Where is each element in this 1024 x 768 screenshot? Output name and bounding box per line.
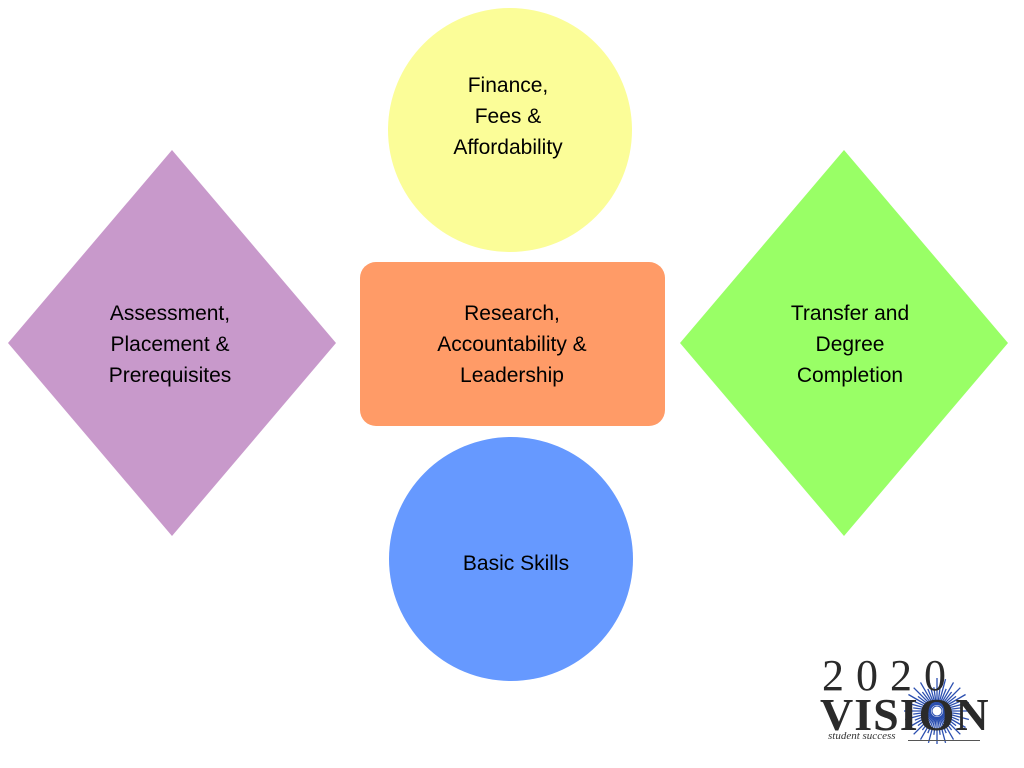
starburst-ray	[919, 682, 935, 707]
logo-year: 2020	[822, 651, 958, 700]
starburst-ray	[941, 693, 966, 709]
starburst-ray	[904, 711, 932, 721]
starburst-ray	[919, 715, 935, 740]
starburst-ray	[937, 716, 947, 744]
starburst-ray	[917, 714, 933, 727]
starburst-ray	[940, 714, 961, 735]
starburst-ray	[940, 691, 953, 707]
starburst-ray	[913, 707, 932, 711]
starburst-ray	[942, 707, 961, 711]
starburst-ray	[942, 711, 970, 721]
transfer-label: Transfer and Degree Completion	[790, 301, 910, 387]
research-rectangle	[360, 262, 665, 426]
finance-circle	[388, 8, 632, 252]
starburst-icon	[904, 678, 970, 744]
starburst-ray	[913, 711, 932, 715]
starburst-ray	[941, 714, 957, 727]
starburst-ray	[942, 701, 970, 711]
finance-label: Finance, Fees & Affordability	[453, 73, 563, 159]
starburst-ray	[937, 678, 947, 706]
starburst-ray	[939, 715, 955, 740]
transfer-diamond	[680, 150, 1008, 536]
starburst-ray	[917, 695, 933, 708]
assessment-label: Assessment, Placement & Prerequisites	[108, 301, 232, 387]
starburst-ray	[927, 716, 937, 744]
starburst-ray	[908, 713, 933, 729]
assessment-diamond	[8, 150, 336, 536]
starburst-ray	[940, 687, 961, 708]
starburst-ray	[904, 701, 932, 711]
basic-skills-label: Basic Skills	[462, 551, 570, 575]
starburst-ray	[914, 701, 932, 710]
starburst-ray	[942, 712, 960, 721]
research-label: Research, Accountability & Leadership	[437, 301, 587, 387]
logo-tagline: student success	[828, 730, 896, 742]
starburst-ray	[942, 701, 960, 710]
starburst-ray	[927, 688, 936, 706]
logo-divider	[908, 740, 980, 741]
starburst-ray	[921, 715, 934, 731]
starburst-ray	[914, 712, 932, 721]
starburst-ray	[933, 716, 937, 735]
vision-2020-logo: 2020 VISION student success	[818, 651, 989, 748]
starburst-ray	[913, 714, 934, 735]
starburst-ray	[940, 715, 953, 731]
starburst-ray	[921, 691, 934, 707]
starburst-ray	[938, 716, 947, 734]
starburst-ray	[939, 682, 955, 707]
starburst-ray	[927, 678, 937, 706]
logo-word: VISION	[820, 689, 990, 740]
starburst-core	[931, 705, 943, 717]
starburst-ray	[941, 695, 957, 708]
starburst-ray	[938, 688, 947, 706]
starburst-ray	[908, 693, 933, 709]
starburst-ray	[942, 711, 961, 715]
starburst-ray	[933, 687, 937, 706]
starburst-ray	[937, 716, 941, 735]
basic-skills-circle	[389, 437, 633, 681]
starburst-ray	[941, 713, 966, 729]
starburst-ray	[937, 687, 941, 706]
starburst-ray	[913, 687, 934, 708]
starburst-ray	[927, 716, 936, 734]
